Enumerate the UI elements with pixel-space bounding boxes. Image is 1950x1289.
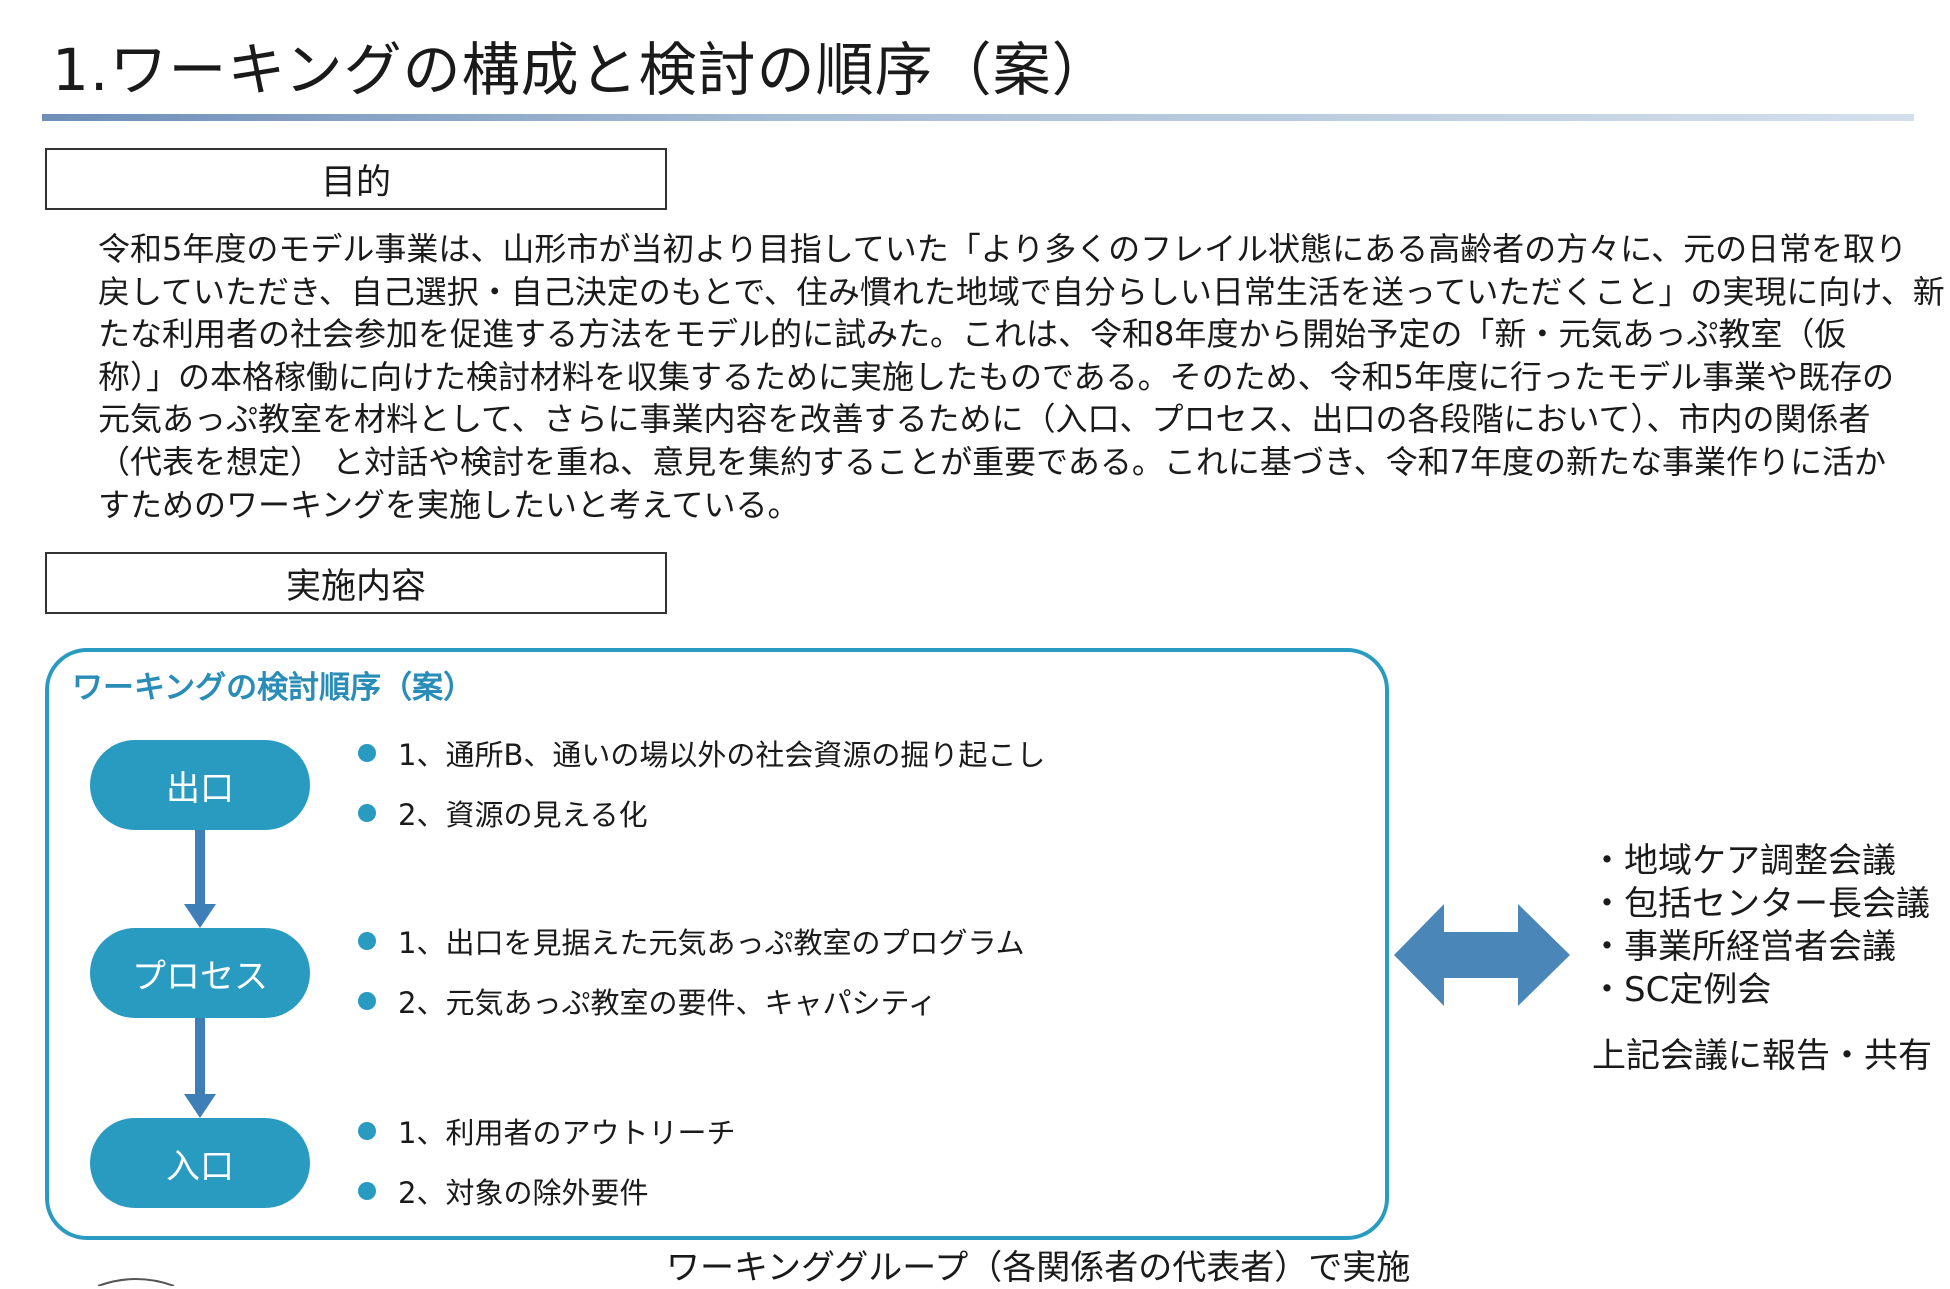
double-arrow-icon (1394, 904, 1570, 1006)
item-text: 2、資源の見える化 (398, 798, 648, 832)
working-group-note: ワーキンググループ（各関係者の代表者）で実施 (666, 1248, 1411, 1288)
purpose-line: すためのワーキングを実施したいと考えている。 (98, 485, 800, 524)
item-text: 2、対象の除外要件 (398, 1176, 649, 1210)
item-text: 1、出口を見据えた元気あっぷ教室のプログラム (398, 926, 1025, 960)
stage-entry-item: 1、利用者のアウトリーチ (358, 1110, 735, 1152)
down-arrow-icon (184, 1018, 216, 1118)
bullet-dot-icon (358, 744, 376, 762)
bullet-dot-icon (358, 1122, 376, 1140)
meeting-item: ・包括センター長会議 (1590, 884, 1930, 924)
down-arrow-icon (184, 830, 216, 928)
working-order-title: ワーキングの検討順序（案） (72, 670, 475, 706)
stage-exit: 出口 (90, 740, 310, 830)
meeting-list: ・地域ケア調整会議 ・包括センター長会議 ・事業所経営者会議 ・SC定例会 (1590, 840, 1930, 1012)
stage-exit-item: 1、通所B、通いの場以外の社会資源の掘り起こし (358, 732, 1045, 774)
meeting-item: ・SC定例会 (1590, 970, 1772, 1010)
stage-process: プロセス (90, 928, 310, 1018)
item-text: 1、通所B、通いの場以外の社会資源の掘り起こし (398, 738, 1046, 772)
item-text: 2、元気あっぷ教室の要件、キャパシティ (398, 986, 937, 1020)
meeting-item: ・地域ケア調整会議 (1590, 841, 1896, 881)
stage-process-item: 2、元気あっぷ教室の要件、キャパシティ (358, 980, 937, 1022)
purpose-line: たな利用者の社会参加を促進する方法をモデル的に試みた。これは、令和8年度から開始… (98, 315, 1847, 354)
purpose-line: 令和5年度のモデル事業は、山形市が当初より目指していた「より多くのフレイル状態に… (98, 230, 1908, 268)
stage-entry: 入口 (90, 1118, 310, 1208)
purpose-paragraph: 令和5年度のモデル事業は、山形市が当初より目指していた「より多くのフレイル状態に… (98, 228, 1945, 526)
bullet-dot-icon (358, 1182, 376, 1200)
purpose-heading: 目的 (45, 148, 667, 210)
purpose-line: 戻していただき、自己選択・自己決定のもとで、住み慣れた地域で自分らしい日常生活を… (98, 272, 1945, 311)
stage-process-item: 1、出口を見据えた元気あっぷ教室のプログラム (358, 920, 1025, 962)
stage-entry-item: 2、対象の除外要件 (358, 1170, 648, 1212)
purpose-line: （代表を想定） と対話や検討を重ね、意見を集約することが重要である。これに基づき… (98, 442, 1886, 481)
bullet-dot-icon (358, 932, 376, 950)
purpose-line: 元気あっぷ教室を材料として、さらに事業内容を改善するために（入口、プロセス、出口… (98, 400, 1871, 439)
purpose-line: 称）」の本格稼働に向けた検討材料を収集するために実施したものである。そのため、令… (98, 357, 1895, 396)
city-logo-icon (97, 1278, 175, 1286)
stage-exit-item: 2、資源の見える化 (358, 792, 648, 834)
working-order-panel (45, 648, 1389, 1240)
bullet-dot-icon (358, 992, 376, 1010)
implementation-heading: 実施内容 (45, 552, 667, 614)
item-text: 1、利用者のアウトリーチ (398, 1116, 736, 1150)
meeting-item: ・事業所経営者会議 (1590, 927, 1896, 967)
title-underline (42, 114, 1914, 121)
page-title: 1.ワーキングの構成と検討の順序（案） (52, 36, 1111, 104)
bullet-dot-icon (358, 804, 376, 822)
report-share-note: 上記会議に報告・共有 (1592, 1036, 1932, 1076)
